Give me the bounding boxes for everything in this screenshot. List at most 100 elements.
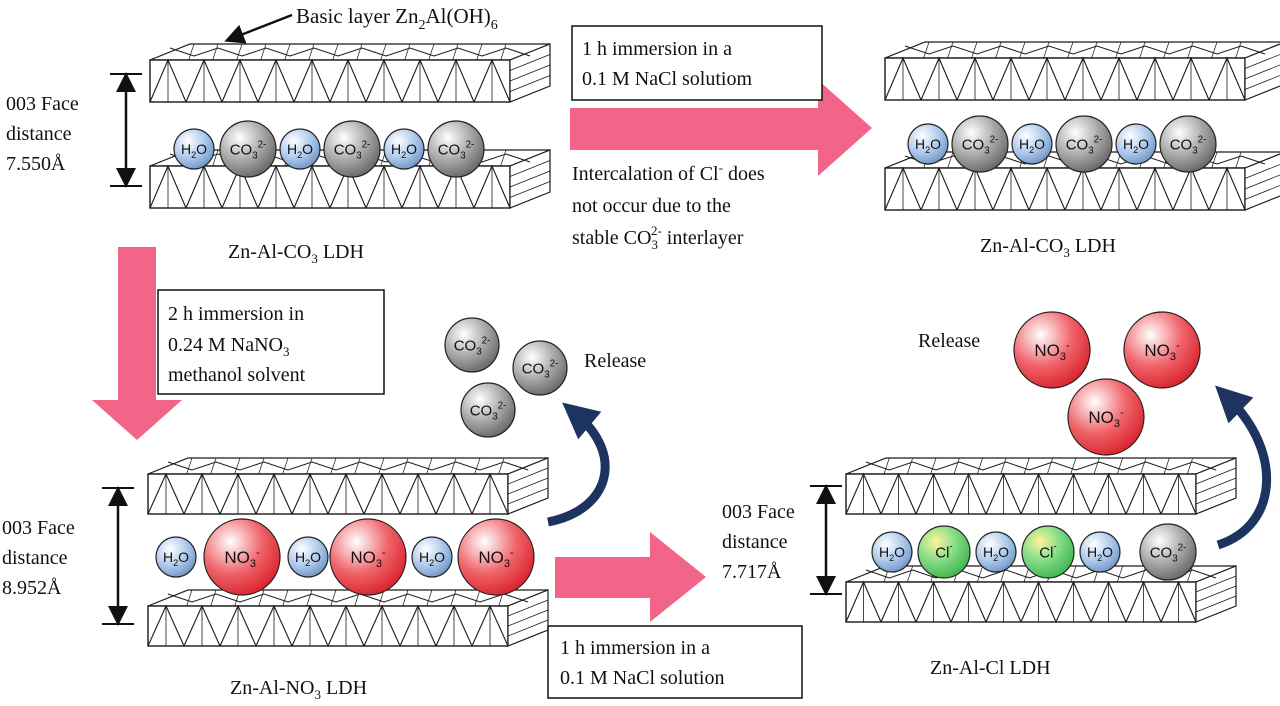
svg-text:2 h immersion in: 2 h immersion in	[168, 303, 304, 325]
arrow-step3	[555, 532, 706, 622]
basic-layer-sheet	[147, 589, 549, 647]
svg-text:stable CO32- interlayer: stable CO32- interlayer	[572, 223, 744, 252]
ion-h2o: H2O	[871, 531, 913, 573]
ion-no3: NO3-	[1013, 311, 1091, 389]
svg-text:003 Face: 003 Face	[2, 517, 75, 539]
arrow-step2	[92, 247, 182, 440]
arrow-step1	[570, 80, 872, 176]
ion-no3: NO3-	[1067, 378, 1145, 456]
ion-co3: CO32-	[1055, 115, 1113, 173]
svg-text:7.717Å: 7.717Å	[722, 561, 782, 583]
svg-text:8.952Å: 8.952Å	[2, 577, 62, 599]
ion-no3: NO3-	[457, 518, 535, 596]
ion-co3: CO32-	[1159, 115, 1217, 173]
ldh-name-top-right: Zn-Al-CO3 LDH	[980, 235, 1116, 260]
ion-label: H2O	[983, 544, 1009, 563]
basic-layer-sheet	[884, 41, 1280, 101]
ion-label: H2O	[1019, 136, 1045, 155]
ion-co3: CO32-	[460, 382, 516, 438]
release-ions-left: CO32- CO32- CO32-	[444, 317, 568, 438]
ion-h2o: H2O	[173, 128, 215, 170]
ion-label: CO32-	[438, 139, 475, 161]
ion-h2o: H2O	[975, 531, 1017, 573]
ion-label: H2O	[915, 136, 941, 155]
ion-label: H2O	[163, 549, 189, 568]
svg-text:0.1 M NaCl solution: 0.1 M NaCl solution	[560, 667, 724, 689]
ion-no3: NO3-	[203, 518, 281, 596]
ion-h2o: H2O	[279, 128, 321, 170]
release-arrow-left	[547, 402, 610, 527]
ion-h2o: H2O	[1079, 531, 1121, 573]
ldh-name-bottom-left: Zn-Al-NO3 LDH	[230, 677, 367, 702]
ion-h2o: H2O	[1011, 123, 1053, 165]
svg-text:distance: distance	[2, 547, 68, 569]
step3-condition-box: 1 h immersion in a 0.1 M NaCl solution	[547, 625, 803, 699]
ion-co3: CO32-	[323, 120, 381, 178]
ion-label: Cl-	[935, 541, 952, 561]
basic-layer-label: Basic layer Zn2Al(OH)6	[296, 4, 498, 33]
ion-label: H2O	[419, 549, 445, 568]
ion-label: H2O	[287, 141, 313, 160]
ldh-bottom-left: H2O NO3- H2O NO3- H2O NO3-	[147, 457, 549, 647]
ion-co3: CO32-	[1139, 523, 1197, 581]
release-label-left: Release	[584, 350, 646, 372]
ion-no3: NO3-	[329, 518, 407, 596]
ion-label: NO3-	[1088, 407, 1124, 430]
svg-text:Intercalation of Cl- does: Intercalation of Cl- does	[572, 160, 765, 185]
ion-label: CO32-	[522, 358, 559, 380]
svg-text:003 Face: 003 Face	[722, 501, 795, 523]
step1-line: 0.1 M NaCl solutiom	[582, 68, 752, 90]
ion-h2o: H2O	[907, 123, 949, 165]
basic-layer-sheet	[147, 457, 549, 515]
face-distance-bottom-right: 003 Face distance 7.717Å	[722, 484, 842, 596]
ion-label: CO32-	[470, 400, 507, 422]
ion-h2o: H2O	[287, 536, 329, 578]
step2-condition-box: 2 h immersion in 0.24 M NaNO3 methanol s…	[157, 289, 385, 395]
ion-co3: CO32-	[444, 317, 500, 373]
basic-layer-sheet	[845, 457, 1237, 515]
ion-label: CO32-	[1150, 542, 1187, 564]
face-label: 003 Face	[6, 93, 79, 115]
ion-h2o: H2O	[155, 536, 197, 578]
ion-label: H2O	[879, 544, 905, 563]
ion-h2o: H2O	[383, 128, 425, 170]
release-arrow-right	[1215, 385, 1272, 550]
svg-text:1 h immersion in a: 1 h immersion in a	[560, 637, 710, 659]
ion-label: CO32-	[962, 134, 999, 156]
ion-label: CO32-	[334, 139, 371, 161]
ion-h2o: H2O	[1115, 123, 1157, 165]
ion-h2o: H2O	[411, 536, 453, 578]
ion-cl: Cl-	[1021, 525, 1075, 579]
ion-no3: NO3-	[1123, 311, 1201, 389]
face-distance-value: 7.550Å	[6, 153, 66, 175]
ion-label: NO3-	[224, 547, 260, 570]
ldh-top-right: H2O CO32- H2O CO32- H2O CO32-	[884, 41, 1280, 211]
ion-label: CO32-	[230, 139, 267, 161]
ion-cl: Cl-	[917, 525, 971, 579]
face-distance-top-left: 003 Face distance 7.550Å	[6, 72, 142, 188]
release-label-right: Release	[918, 330, 980, 352]
ion-label: H2O	[295, 549, 321, 568]
ion-label: NO3-	[350, 547, 386, 570]
ion-label: NO3-	[1034, 340, 1070, 363]
ion-label: CO32-	[454, 335, 491, 357]
ion-label: NO3-	[478, 547, 514, 570]
intercalation-note: Intercalation of Cl- does not occur due …	[572, 160, 765, 252]
ldh-name-top-left: Zn-Al-CO3 LDH	[228, 241, 364, 266]
face-distance-bottom-left: 003 Face distance 8.952Å	[2, 486, 134, 626]
ion-co3: CO32-	[951, 115, 1009, 173]
ldh-top-left: H2O CO32- H2O CO32- H2O CO32-	[149, 43, 551, 209]
svg-text:methanol solvent: methanol solvent	[168, 364, 306, 386]
ion-label: CO32-	[1066, 134, 1103, 156]
ion-label: H2O	[391, 141, 417, 160]
ion-co3: CO32-	[512, 340, 568, 396]
svg-text:distance: distance	[722, 531, 788, 553]
svg-text:0.24 M NaNO3: 0.24 M NaNO3	[168, 334, 290, 359]
ion-label: H2O	[1123, 136, 1149, 155]
ion-label: H2O	[181, 141, 207, 160]
ion-label: CO32-	[1170, 134, 1207, 156]
ion-label: NO3-	[1144, 340, 1180, 363]
svg-text:not occur due to the: not occur due to the	[572, 195, 731, 217]
